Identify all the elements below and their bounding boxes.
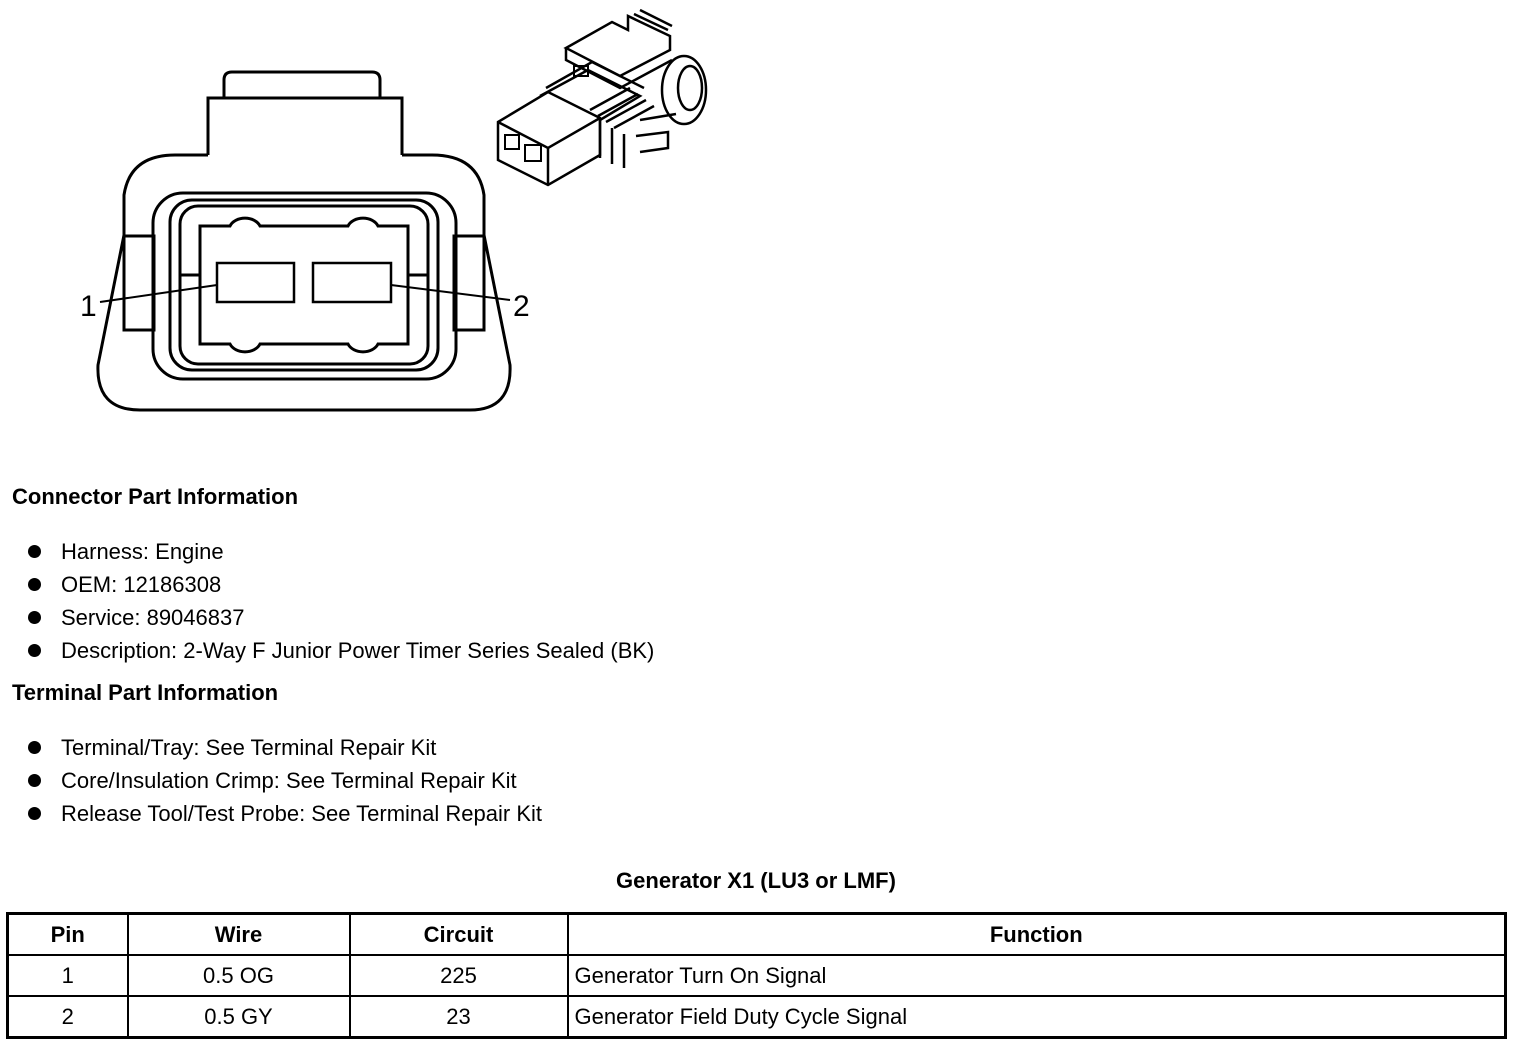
table-header-row: Pin Wire Circuit Function [6, 912, 1507, 956]
list-item: Description: 2-Way F Junior Power Timer … [28, 634, 654, 667]
cell-circuit: 23 [348, 995, 569, 1039]
cell-function: Generator Field Duty Cycle Signal [566, 995, 1507, 1039]
bullet-icon [28, 643, 41, 657]
bullet-icon [28, 610, 41, 624]
bullet-icon [28, 577, 41, 591]
description-text: Description: 2-Way F Junior Power Timer … [61, 638, 655, 663]
cell-function: Generator Turn On Signal [566, 954, 1507, 997]
bullet-icon [28, 740, 41, 754]
list-item: Terminal/Tray: See Terminal Repair Kit [28, 731, 542, 764]
table-row: 1 0.5 OG 225 Generator Turn On Signal [6, 954, 1507, 997]
header-circuit: Circuit [348, 912, 569, 956]
bullet-icon [28, 773, 41, 787]
header-wire: Wire [126, 912, 351, 956]
cell-wire: 0.5 OG [126, 954, 351, 997]
table-row: 2 0.5 GY 23 Generator Field Duty Cycle S… [6, 995, 1507, 1039]
pin-2-label: 2 [513, 290, 530, 323]
oem-text: OEM: 12186308 [61, 572, 222, 597]
list-item: Harness: Engine [28, 535, 654, 568]
pin-table: Pin Wire Circuit Function 1 0.5 OG 225 G… [6, 912, 1507, 1039]
cell-pin: 1 [6, 954, 129, 997]
cell-pin: 2 [6, 995, 129, 1039]
list-item: OEM: 12186308 [28, 568, 654, 601]
connector-info-title: Connector Part Information [12, 484, 299, 509]
header-function: Function [566, 912, 1507, 956]
terminal-info-list: Terminal/Tray: See Terminal Repair Kit C… [28, 731, 542, 830]
bullet-icon [28, 806, 41, 820]
connector-info-list: Harness: Engine OEM: 12186308 Service: 8… [28, 535, 654, 667]
connector-diagram: 1 2 [80, 8, 708, 412]
list-item: Core/Insulation Crimp: See Terminal Repa… [28, 764, 542, 797]
harness-text: Harness: Engine [61, 539, 224, 564]
header-pin: Pin [6, 912, 129, 956]
connector-face-drawing [96, 70, 512, 412]
crimp-text: Core/Insulation Crimp: See Terminal Repa… [61, 768, 517, 793]
pin-1-label: 1 [80, 290, 97, 323]
release-tool-text: Release Tool/Test Probe: See Terminal Re… [61, 801, 542, 826]
bullet-icon [28, 544, 41, 558]
cell-circuit: 225 [348, 954, 569, 997]
service-text: Service: 89046837 [61, 605, 245, 630]
cell-wire: 0.5 GY [126, 995, 351, 1039]
list-item: Release Tool/Test Probe: See Terminal Re… [28, 797, 542, 830]
table-title: Generator X1 (LU3 or LMF) [616, 868, 896, 893]
terminal-info-title: Terminal Part Information [12, 680, 279, 705]
connector-3d-drawing [496, 8, 708, 187]
terminal-tray-text: Terminal/Tray: See Terminal Repair Kit [61, 735, 437, 760]
list-item: Service: 89046837 [28, 601, 654, 634]
